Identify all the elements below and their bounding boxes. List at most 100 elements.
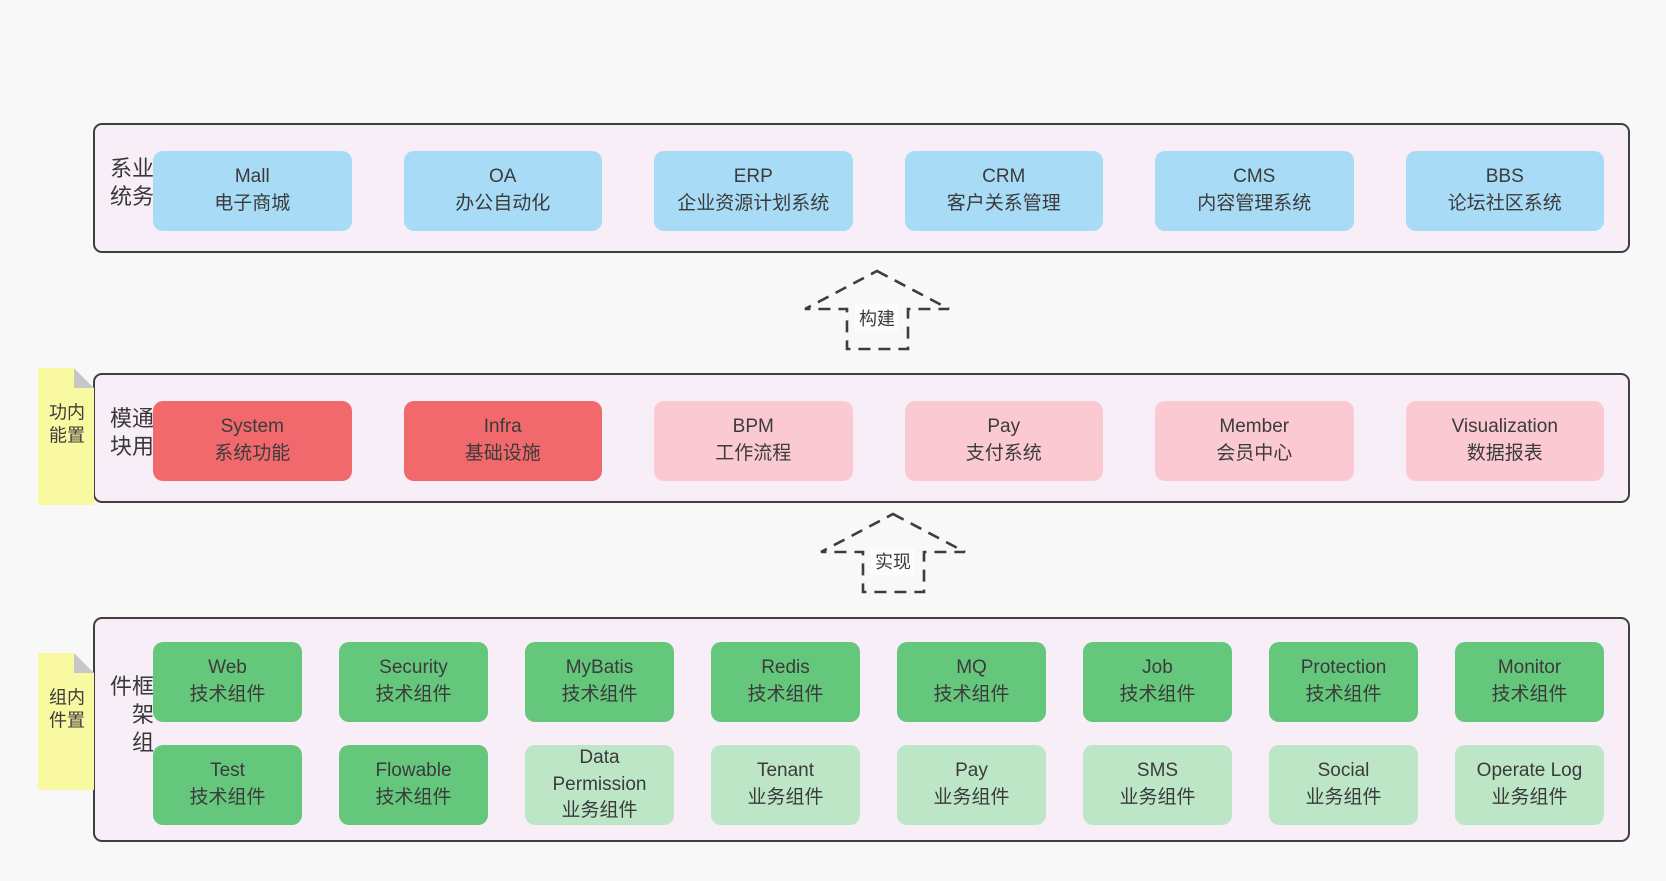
node-title: Job	[1142, 657, 1173, 679]
node-title: Mall	[234, 166, 270, 188]
node-subtitle: 内容管理系统	[1197, 193, 1312, 214]
node-subtitle: 系统功能	[214, 443, 291, 464]
node-cms: CMS 内容管理系统	[1155, 151, 1354, 231]
node-bbs: BBS 论坛社区系统	[1405, 151, 1604, 231]
node-web: Web 技术组件	[153, 642, 302, 722]
node-subtitle: 业务组件	[1119, 787, 1196, 808]
node-title: Member	[1219, 416, 1290, 438]
node-sms: SMS 业务组件	[1083, 745, 1232, 825]
node-title: Redis	[761, 657, 810, 679]
node-subtitle: 工作流程	[715, 443, 792, 464]
node-title: BBS	[1485, 166, 1524, 188]
node-mq: MQ 技术组件	[897, 642, 1046, 722]
node-subtitle: 业务组件	[561, 800, 638, 822]
node-title: Tenant	[756, 760, 815, 782]
node-subtitle: 论坛社区系统	[1447, 193, 1562, 214]
node-title: CRM	[982, 166, 1026, 188]
node-security: Security 技术组件	[339, 642, 488, 722]
node-subtitle: 技术组件	[189, 684, 266, 705]
arrow-implement-label: 实现	[871, 547, 915, 575]
modules-box-row: System 系统功能 Infra 基础设施 BPM 工作流程 Pay 支付系统…	[153, 401, 1604, 481]
node-mybatis: MyBatis 技术组件	[525, 642, 674, 722]
node-subtitle: 企业资源计划系统	[677, 193, 830, 214]
node-title: System	[220, 416, 284, 438]
node-pay-module: Pay 支付系统	[904, 401, 1103, 481]
node-title: Social	[1317, 760, 1370, 782]
layer-modules-label: 通用模块	[107, 406, 154, 463]
arrow-build: 构建	[802, 268, 952, 352]
node-crm: CRM 客户关系管理	[904, 151, 1103, 231]
node-subtitle: 技术组件	[1491, 684, 1568, 705]
up-arrow-icon	[820, 512, 966, 594]
node-title: BPM	[732, 416, 774, 438]
arrow-build-label: 构建	[855, 304, 899, 332]
node-subtitle: 业务组件	[1491, 787, 1568, 808]
node-subtitle: 技术组件	[375, 787, 452, 808]
components-box-row-2: Test 技术组件 Flowable 技术组件 Data Permission …	[153, 745, 1604, 825]
layer-framework-components: 框架组件 Web 技术组件 Security 技术组件 MyBatis 技术组件…	[93, 617, 1630, 842]
node-subtitle: 办公自动化	[455, 193, 551, 214]
node-monitor: Monitor 技术组件	[1455, 642, 1604, 722]
node-tenant: Tenant 业务组件	[711, 745, 860, 825]
arrow-implement: 实现	[818, 511, 968, 595]
node-subtitle: 技术组件	[561, 684, 638, 705]
node-title: Pay	[987, 416, 1021, 438]
node-subtitle: 电子商城	[214, 193, 291, 214]
folded-corner-icon	[74, 653, 94, 673]
node-title: OA	[489, 166, 517, 188]
node-title: MQ	[956, 657, 987, 679]
layer-components-label: 框架组件	[107, 674, 154, 759]
node-title: Protection	[1300, 657, 1387, 679]
node-title: Monitor	[1497, 657, 1562, 679]
node-subtitle: 技术组件	[375, 684, 452, 705]
node-flowable: Flowable 技术组件	[339, 745, 488, 825]
node-subtitle: 技术组件	[933, 684, 1010, 705]
node-infra: Infra 基础设施	[403, 401, 602, 481]
node-subtitle: 会员中心	[1216, 443, 1293, 464]
node-redis: Redis 技术组件	[711, 642, 860, 722]
node-title: Pay	[955, 760, 988, 782]
sticky-note-label: 内置功能	[47, 402, 85, 449]
node-subtitle: 技术组件	[1305, 684, 1382, 705]
node-system: System 系统功能	[153, 401, 352, 481]
node-title: Visualization	[1451, 416, 1558, 438]
layer-common-modules: 通用模块 System 系统功能 Infra 基础设施 BPM 工作流程 Pay…	[93, 373, 1630, 503]
node-title: Web	[208, 657, 247, 679]
node-pay-component: Pay 业务组件	[897, 745, 1046, 825]
sticky-note-built-in-components: 内置组件	[38, 653, 94, 790]
node-protection: Protection 技术组件	[1269, 642, 1418, 722]
layer-business-label: 业务系统	[107, 156, 154, 213]
node-subtitle: 客户关系管理	[946, 193, 1061, 214]
node-title: Data Permission	[552, 746, 647, 795]
node-test: Test 技术组件	[153, 745, 302, 825]
sticky-note-built-in-functions: 内置功能	[38, 368, 94, 505]
node-title: MyBatis	[565, 657, 634, 679]
node-subtitle: 技术组件	[747, 684, 824, 705]
node-subtitle: 业务组件	[933, 787, 1010, 808]
sticky-note-label: 内置组件	[47, 687, 85, 734]
node-subtitle: 数据报表	[1466, 443, 1543, 464]
node-subtitle: 技术组件	[1119, 684, 1196, 705]
node-subtitle: 支付系统	[965, 443, 1042, 464]
node-title: Test	[210, 760, 245, 782]
node-title: Infra	[483, 416, 522, 438]
node-data-permission: Data Permission 业务组件	[525, 745, 674, 825]
node-subtitle: 技术组件	[189, 787, 266, 808]
node-subtitle: 业务组件	[747, 787, 824, 808]
business-box-row: Mall 电子商城 OA 办公自动化 ERP 企业资源计划系统 CRM 客户关系…	[153, 151, 1604, 231]
node-operate-log: Operate Log 业务组件	[1455, 745, 1604, 825]
node-erp: ERP 企业资源计划系统	[654, 151, 853, 231]
node-title: Operate Log	[1476, 760, 1583, 782]
node-subtitle: 业务组件	[1305, 787, 1382, 808]
node-oa: OA 办公自动化	[403, 151, 602, 231]
node-mall: Mall 电子商城	[153, 151, 352, 231]
node-title: CMS	[1233, 166, 1276, 188]
node-title: SMS	[1136, 760, 1179, 782]
node-bpm: BPM 工作流程	[654, 401, 853, 481]
folded-corner-icon	[74, 368, 94, 388]
node-title: Security	[379, 657, 448, 679]
node-social: Social 业务组件	[1269, 745, 1418, 825]
components-box-row-1: Web 技术组件 Security 技术组件 MyBatis 技术组件 Redi…	[153, 642, 1604, 722]
node-visualization: Visualization 数据报表	[1405, 401, 1604, 481]
node-member: Member 会员中心	[1155, 401, 1354, 481]
